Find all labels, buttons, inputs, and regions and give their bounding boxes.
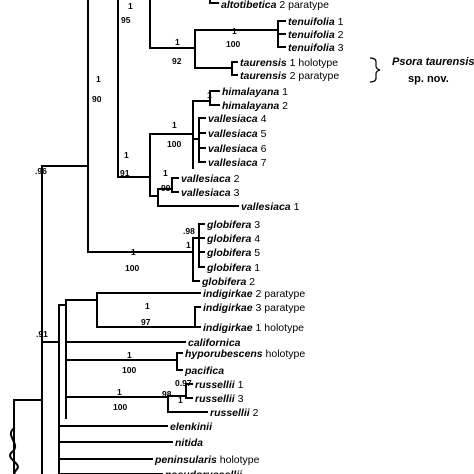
support-value: .91 [36, 329, 48, 339]
branch-globifera-stem [87, 237, 194, 282]
new-species-annotation: Psora taurensis sp. nov. [369, 56, 474, 85]
branch-lower-clade-stem [41, 304, 60, 367]
tip-label: vallesiaca 7 [208, 157, 267, 169]
support-value: 98 [162, 389, 172, 399]
branch-himalayana [192, 90, 220, 106]
support-value: 92 [172, 56, 182, 66]
branch-indigirkae-clade [65, 292, 98, 328]
tip-label: tenuifolia 3 [288, 42, 344, 54]
branch-russellii-clade [65, 395, 169, 413]
branch-vallesiaca-2-3 [157, 177, 179, 193]
support-value: 99 [161, 183, 171, 193]
branch-hv-upper [149, 100, 194, 169]
tip-label: russellii 2 [210, 407, 259, 419]
support-value: 100 [113, 402, 127, 412]
branch-root [13, 399, 43, 474]
tip-label: pacifica [184, 365, 224, 377]
tip-labels: altotibetica 2 paratype tenuifolia 1 ten… [154, 0, 344, 474]
support-values: 1 95 1 100 1 92 1 90 1 1 100 1 91 1 99 .… [35, 1, 240, 412]
tip-label: globifera 2 [201, 276, 255, 288]
support-value: 1 [172, 120, 177, 130]
tip-label: nitida [175, 437, 203, 449]
tip-label: globifera 5 [206, 247, 260, 259]
support-value: 1 [175, 37, 180, 47]
tip-label: vallesiaca 2 [181, 173, 240, 185]
tip-label: californica [188, 337, 241, 349]
tip-label: vallesiaca 4 [208, 113, 267, 125]
branch-vallesiaca-lower [149, 188, 159, 207]
branch-top-clade [149, 0, 196, 49]
bracket [369, 57, 381, 83]
support-value: 1 [145, 301, 150, 311]
branch-indigirkae-stem [58, 299, 67, 419]
support-value: 1 [131, 247, 136, 257]
branch-altotibetica [209, 0, 219, 4]
support-value: 1 [178, 395, 183, 405]
tip-label: russellii 3 [195, 393, 244, 405]
support-value: 1 [163, 168, 168, 178]
tip-label: himalayana 2 [222, 100, 288, 112]
support-value: 1 [124, 150, 129, 160]
root-squiggle [9, 426, 19, 474]
support-value: 95 [121, 15, 131, 25]
tip-label: vallesiaca 3 [181, 187, 240, 199]
new-species-name: Psora taurensis [392, 56, 474, 68]
support-value: 100 [226, 39, 240, 49]
tip-label: vallesiaca 5 [208, 128, 267, 140]
support-value: 0.97 [175, 378, 192, 388]
tip-label: globifera 3 [206, 219, 260, 231]
branch-taurensis [194, 61, 238, 76]
new-species-status: sp. nov. [408, 73, 449, 85]
support-value: 1 [232, 26, 237, 36]
tip-label: elenkinii [170, 421, 213, 433]
support-value: .96 [35, 166, 47, 176]
tip-label: tenuifolia 1 [288, 16, 344, 28]
tip-label: taurensis 1 holotype [240, 57, 338, 69]
tip-label: tenuifolia 2 [288, 29, 344, 41]
support-value: 1 [96, 74, 101, 84]
tip-label: taurensis 2 paratype [240, 70, 339, 82]
tip-label: indigirkae 1 holotype [203, 322, 304, 334]
tip-label: globifera 4 [206, 233, 260, 245]
support-value: 1 [186, 240, 191, 250]
support-value: .98 [183, 226, 195, 236]
branch-a-clade [117, 0, 151, 178]
support-value: 1 [117, 387, 122, 397]
tip-label: vallesiaca 6 [208, 143, 267, 155]
support-value: 100 [125, 263, 139, 273]
tip-label: peninsularis holotype [154, 454, 260, 466]
tip-label: pseudorussellii [164, 469, 243, 474]
support-value: 97 [141, 317, 151, 327]
tip-label: altotibetica 2 paratype [221, 0, 329, 11]
support-value: 90 [92, 94, 102, 104]
tree-branches [9, 0, 286, 474]
tip-label: indigirkae 2 paratype [203, 288, 305, 300]
tip-label: indigirkae 3 paratype [203, 302, 305, 314]
support-value: 91 [120, 168, 130, 178]
support-value: 1 [207, 90, 212, 100]
branch-tenuifolia [194, 20, 286, 48]
branch-globifera-inner [192, 223, 205, 268]
support-value: 100 [167, 139, 181, 149]
support-value: 100 [122, 365, 136, 375]
tip-label: globifera 1 [206, 262, 260, 274]
tip-label: himalayana 1 [222, 86, 288, 98]
tip-label: hyporubescens holotype [185, 348, 305, 360]
branch-vallesiaca-4-7 [192, 117, 206, 163]
tip-label: russellii 1 [195, 379, 244, 391]
branch-elenkinii [58, 365, 168, 474]
tip-label: vallesiaca 1 [241, 201, 300, 213]
branch-russellii-13 [167, 383, 193, 399]
support-value: 1 [128, 1, 133, 11]
support-value: 1 [127, 350, 132, 360]
branch-hyporubescens-pacifica [65, 352, 183, 371]
branch-indigirkae-1-3 [96, 306, 201, 328]
